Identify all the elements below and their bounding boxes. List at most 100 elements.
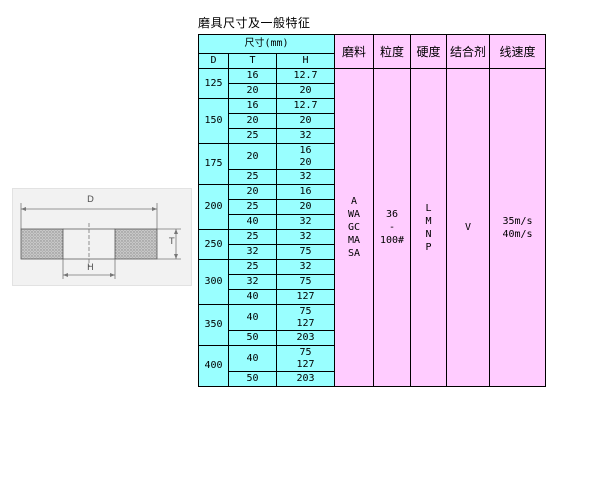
cell-hardness-line: N	[425, 228, 432, 240]
cell-d: 200	[198, 184, 229, 230]
cell-grit-line: 100#	[379, 235, 405, 246]
cell-h-value: 16	[299, 144, 312, 156]
cell-d: 175	[198, 143, 229, 185]
cell-t: 40	[228, 304, 277, 331]
cell-hardness-line: M	[425, 215, 432, 227]
wheel-diagram: D T H	[12, 188, 192, 286]
cell-abrasive-line: A	[350, 196, 358, 207]
cell-h-value: 12.7	[293, 70, 318, 81]
cell-h: 127	[276, 289, 335, 305]
subheader-d: D	[198, 53, 229, 69]
cell-t: 40	[228, 289, 277, 305]
cell-t: 25	[228, 128, 277, 144]
cell-hardness-line: L	[425, 202, 432, 214]
cell-h: 32	[276, 214, 335, 230]
cell-h: 32	[276, 169, 335, 185]
size-row: 40 127	[199, 289, 546, 305]
cell-h-value: 20	[299, 115, 312, 126]
cell-h-value: 203	[296, 332, 315, 343]
cell-h-value: 20	[299, 85, 312, 96]
cell-t: 20	[228, 113, 277, 129]
cell-h: 75	[276, 244, 335, 260]
cell-speed-line: 40m/s	[502, 228, 533, 240]
cell-h: 20	[276, 199, 335, 215]
cell-abrasive-line: MA	[347, 235, 361, 246]
cell-abrasive-line: WA	[347, 209, 361, 220]
cell-t: 25	[228, 169, 277, 185]
bore-label: H	[87, 263, 94, 273]
cell-t: 50	[228, 330, 277, 346]
cell-h-value: 127	[296, 317, 315, 329]
cell-h: 12.7	[276, 98, 335, 114]
cell-hardness-line: P	[425, 241, 432, 253]
cell-t: 32	[228, 244, 277, 260]
cell-d: 350	[198, 304, 229, 346]
cell-h-value: 12.7	[293, 100, 318, 111]
cell-h: 32	[276, 259, 335, 275]
cell-t: 20	[228, 83, 277, 99]
cell-speed-line: 35m/s	[502, 215, 533, 227]
cell-bond-line: V	[464, 222, 472, 233]
cell-t: 20	[228, 184, 277, 200]
header-abrasive: 磨料	[334, 34, 374, 69]
cell-h: 12.7	[276, 68, 335, 84]
cell-h: 203	[276, 371, 335, 387]
cell-h-value: 75	[299, 346, 312, 358]
header-size: 尺寸(mm)	[198, 34, 335, 54]
cell-t: 40	[228, 345, 277, 372]
cell-t: 40	[228, 214, 277, 230]
size-row: 32 75	[199, 274, 546, 290]
cell-h-value: 127	[296, 358, 315, 370]
cell-abrasive-line: GC	[347, 222, 361, 233]
cell-h-value: 32	[299, 261, 312, 272]
cell-abrasive-line: SA	[347, 248, 361, 259]
cell-t: 25	[228, 229, 277, 245]
cell-h-value: 75	[299, 276, 312, 287]
cell-h-value: 75	[299, 305, 312, 317]
cell-h-value: 20	[299, 201, 312, 212]
subheader-t: T	[228, 53, 277, 69]
cell-h-value: 32	[299, 231, 312, 242]
cell-h-value: 32	[299, 130, 312, 141]
cell-h-value: 75	[299, 246, 312, 257]
cell-t: 25	[228, 199, 277, 215]
diameter-label: D	[87, 195, 94, 205]
header-bond: 结合剂	[446, 34, 490, 69]
size-row: 32 75	[199, 244, 546, 260]
cell-abrasive: A WA GC MA SA	[334, 68, 374, 387]
cell-h: 75	[276, 274, 335, 290]
cell-h: 203	[276, 330, 335, 346]
cell-t: 50	[228, 371, 277, 387]
cell-d: 300	[198, 259, 229, 305]
cell-h-value: 20	[299, 156, 312, 168]
size-row: 25 20	[199, 199, 546, 215]
cell-d: 250	[198, 229, 229, 260]
cell-d: 150	[198, 98, 229, 144]
cell-h-value: 32	[299, 171, 312, 182]
size-row: 25 32	[199, 128, 546, 144]
cell-t: 16	[228, 98, 277, 114]
wheel-cross-section-drawing	[20, 203, 181, 279]
cell-h-value: 127	[296, 291, 315, 302]
cell-h-value: 16	[299, 186, 312, 197]
cell-h: 16	[276, 184, 335, 200]
cell-t: 32	[228, 274, 277, 290]
cell-h: 20	[276, 113, 335, 129]
cell-h-value: 32	[299, 216, 312, 227]
cell-h: 20	[276, 83, 335, 99]
cell-h-value: 203	[296, 373, 315, 384]
header-hardness: 硬度	[410, 34, 447, 69]
header-speed: 线速度	[489, 34, 546, 69]
